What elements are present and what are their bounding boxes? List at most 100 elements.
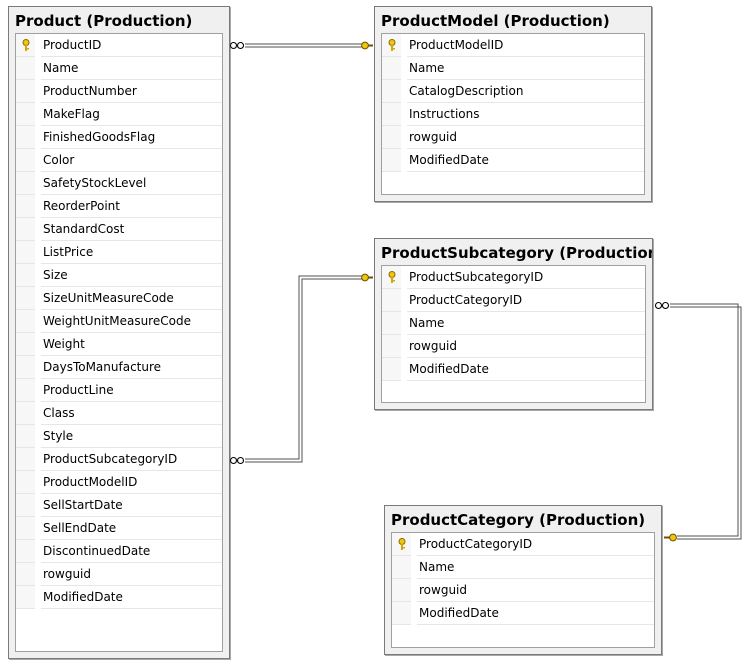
column-row[interactable]: ModifiedDate [382, 358, 645, 381]
table-productsubcategory[interactable]: ProductSubcategory (Production) ProductS… [374, 238, 653, 410]
column-row[interactable]: Style [16, 425, 222, 448]
row-selector[interactable] [16, 471, 35, 494]
column-row[interactable]: Name [16, 57, 222, 80]
row-selector[interactable] [382, 103, 401, 126]
row-selector[interactable] [392, 579, 411, 602]
row-selector[interactable] [382, 57, 401, 80]
row-selector[interactable] [16, 379, 35, 402]
column-row[interactable]: ProductLine [16, 379, 222, 402]
column-name: Name [417, 556, 654, 579]
row-selector[interactable] [16, 448, 35, 471]
column-row[interactable]: ModifiedDate [382, 149, 644, 172]
table-title: ProductSubcategory (Production) [381, 244, 652, 262]
primary-key-icon [388, 39, 396, 51]
column-row[interactable]: Class [16, 402, 222, 425]
relationship-product-productmodel[interactable] [229, 41, 374, 50]
column-name: CatalogDescription [407, 80, 644, 103]
row-selector[interactable] [16, 310, 35, 333]
column-row[interactable]: rowguid [382, 126, 644, 149]
column-name: FinishedGoodsFlag [41, 126, 222, 149]
relationship-productsubcategory-productcategory[interactable] [654, 301, 742, 542]
column-row[interactable]: Instructions [382, 103, 644, 126]
row-selector[interactable] [16, 149, 35, 172]
column-row[interactable]: Color [16, 149, 222, 172]
column-row[interactable]: DiscontinuedDate [16, 540, 222, 563]
row-selector[interactable] [382, 266, 401, 289]
row-selector[interactable] [16, 287, 35, 310]
row-selector[interactable] [392, 556, 411, 579]
column-row[interactable]: rowguid [392, 579, 654, 602]
table-productcategory[interactable]: ProductCategory (Production) ProductCate… [384, 505, 662, 655]
row-selector[interactable] [382, 80, 401, 103]
column-name: ModifiedDate [407, 149, 644, 172]
column-row[interactable]: Size [16, 264, 222, 287]
column-row[interactable]: ProductCategoryID [382, 289, 645, 312]
row-selector[interactable] [16, 80, 35, 103]
row-selector[interactable] [16, 494, 35, 517]
table-title: ProductCategory (Production) [391, 511, 646, 529]
table-product[interactable]: Product (Production) ProductID Name Prod… [8, 6, 230, 659]
row-selector[interactable] [16, 57, 35, 80]
column-row[interactable]: SizeUnitMeasureCode [16, 287, 222, 310]
column-name: Name [407, 57, 644, 80]
row-selector[interactable] [16, 172, 35, 195]
row-selector[interactable] [382, 149, 401, 172]
column-row[interactable]: rowguid [382, 335, 645, 358]
column-row[interactable]: SellEndDate [16, 517, 222, 540]
row-selector[interactable] [16, 195, 35, 218]
column-name: SizeUnitMeasureCode [41, 287, 222, 310]
row-selector[interactable] [382, 358, 401, 381]
column-row[interactable]: Name [382, 312, 645, 335]
row-selector[interactable] [16, 34, 35, 57]
column-row[interactable]: FinishedGoodsFlag [16, 126, 222, 149]
row-selector[interactable] [16, 126, 35, 149]
column-row[interactable]: ProductNumber [16, 80, 222, 103]
table-productmodel[interactable]: ProductModel (Production) ProductModelID… [374, 6, 652, 202]
row-selector[interactable] [16, 517, 35, 540]
relationship-product-productsubcategory[interactable] [229, 273, 374, 465]
column-row[interactable]: Name [382, 57, 644, 80]
column-row[interactable]: StandardCost [16, 218, 222, 241]
column-row[interactable]: ModifiedDate [392, 602, 654, 625]
row-selector[interactable] [16, 586, 35, 609]
column-row[interactable]: ProductID [16, 34, 222, 57]
column-row[interactable]: ModifiedDate [16, 586, 222, 609]
column-name: DiscontinuedDate [41, 540, 222, 563]
row-selector[interactable] [382, 289, 401, 312]
row-selector[interactable] [16, 563, 35, 586]
column-row[interactable]: SafetyStockLevel [16, 172, 222, 195]
row-selector[interactable] [16, 356, 35, 379]
column-row[interactable]: ProductCategoryID [392, 533, 654, 556]
row-selector[interactable] [16, 264, 35, 287]
row-selector[interactable] [16, 402, 35, 425]
row-selector[interactable] [382, 335, 401, 358]
column-row[interactable]: WeightUnitMeasureCode [16, 310, 222, 333]
column-row[interactable]: CatalogDescription [382, 80, 644, 103]
row-selector[interactable] [16, 425, 35, 448]
column-row[interactable]: ReorderPoint [16, 195, 222, 218]
row-selector[interactable] [16, 103, 35, 126]
column-row[interactable]: DaysToManufacture [16, 356, 222, 379]
table-title: ProductModel (Production) [381, 12, 610, 30]
row-selector[interactable] [16, 333, 35, 356]
row-selector[interactable] [16, 540, 35, 563]
infinity-icon [229, 456, 245, 465]
column-name: ProductSubcategoryID [407, 266, 645, 289]
column-row[interactable]: Name [392, 556, 654, 579]
column-row[interactable]: rowguid [16, 563, 222, 586]
row-selector[interactable] [392, 602, 411, 625]
row-selector[interactable] [16, 218, 35, 241]
row-selector[interactable] [392, 533, 411, 556]
column-row[interactable]: Weight [16, 333, 222, 356]
column-row[interactable]: ProductSubcategoryID [382, 266, 645, 289]
column-row[interactable]: ProductModelID [16, 471, 222, 494]
row-selector[interactable] [382, 126, 401, 149]
column-row[interactable]: ProductModelID [382, 34, 644, 57]
column-row[interactable]: ListPrice [16, 241, 222, 264]
column-row[interactable]: ProductSubcategoryID [16, 448, 222, 471]
row-selector[interactable] [16, 241, 35, 264]
column-row[interactable]: SellStartDate [16, 494, 222, 517]
row-selector[interactable] [382, 312, 401, 335]
row-selector[interactable] [382, 34, 401, 57]
column-row[interactable]: MakeFlag [16, 103, 222, 126]
